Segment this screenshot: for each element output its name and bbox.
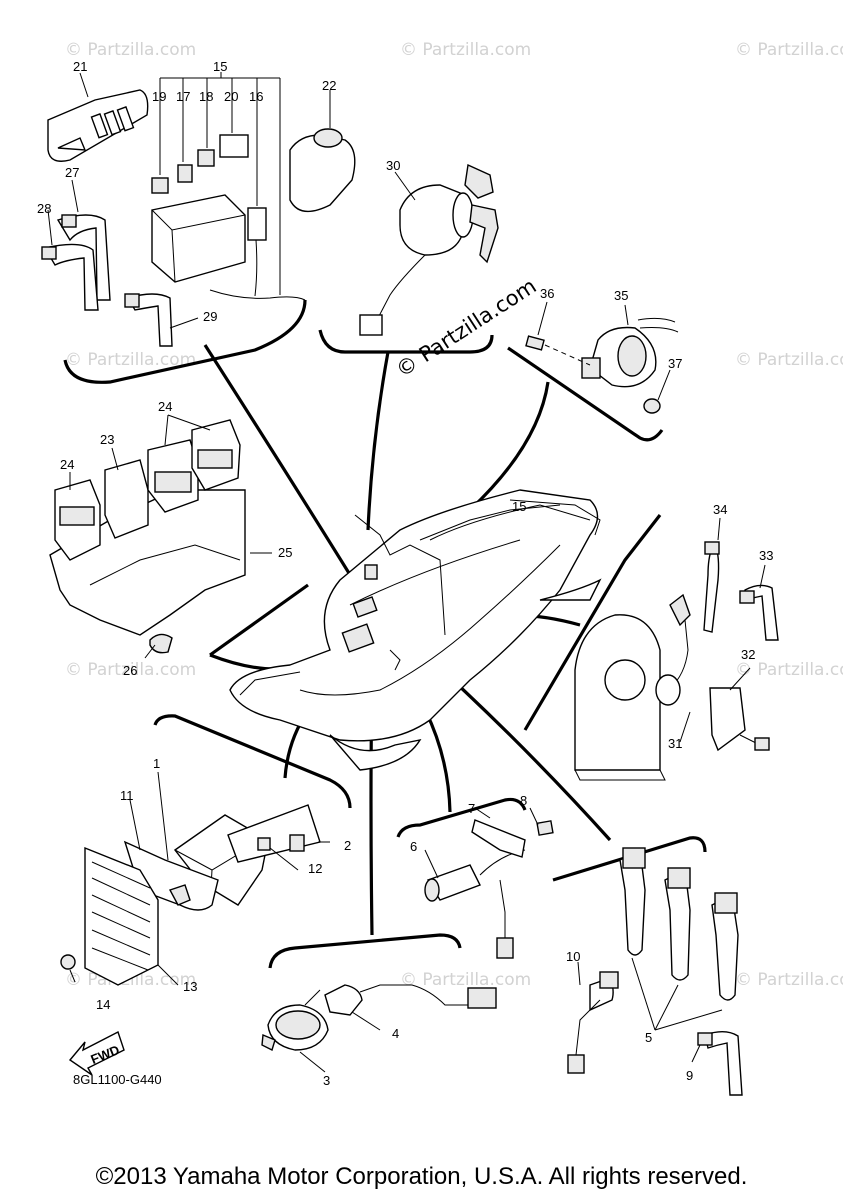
- coil-group: [567, 847, 743, 1096]
- bracket-top-right: [507, 346, 664, 442]
- callout-15: 15: [213, 59, 227, 74]
- callout-37: 37: [668, 356, 682, 371]
- bracket-top-center: [318, 329, 494, 354]
- callout-18: 18: [199, 89, 213, 104]
- relay-group: [49, 414, 272, 659]
- rectifier-group: [60, 771, 330, 986]
- callout-11: 11: [120, 788, 134, 803]
- callout-27: 27: [65, 165, 79, 180]
- bracket-top-left: [63, 299, 307, 384]
- fwd-arrow-icon: FWD: [68, 1031, 125, 1076]
- callout-17: 17: [176, 89, 190, 104]
- sensor-bracket-group: [574, 517, 779, 781]
- callout-19: 19: [152, 89, 166, 104]
- watermark: © Partzilla.com: [735, 660, 843, 680]
- watermark: © Partzilla.com: [65, 40, 196, 60]
- sensor-6-group: [424, 807, 554, 959]
- bracket-lower-left: [153, 714, 352, 809]
- watermark: © Partzilla.com: [400, 970, 531, 990]
- callout-28: 28: [37, 201, 51, 216]
- callout-13: 13: [183, 979, 197, 994]
- bracket-bottom-center: [268, 933, 462, 969]
- callout-12: 12: [308, 861, 322, 876]
- bracket-mid-left: [209, 583, 309, 657]
- callout-24-b: 24: [60, 457, 74, 472]
- item-35-group: [525, 301, 679, 414]
- fuse-box-group: [41, 72, 306, 347]
- callout-23: 23: [100, 432, 114, 447]
- callout-7: 7: [468, 801, 475, 816]
- watermark-layer: © Partzilla.com © Partzilla.com © Partzi…: [65, 40, 843, 990]
- callout-22: 22: [322, 78, 336, 93]
- callout-24: 24: [158, 399, 172, 414]
- bracket-lower-center: [396, 797, 527, 838]
- callout-6: 6: [410, 839, 417, 854]
- switch-3-group: [261, 984, 497, 1073]
- callout-30: 30: [386, 158, 400, 173]
- main-switch-group: [359, 163, 499, 336]
- callout-5: 5: [645, 1030, 652, 1045]
- watermark: © Partzilla.com: [735, 970, 843, 990]
- callout-labels: 1 2 3 4 5 6 7 8 9 10 11 12 13 14 15 15 1…: [37, 59, 773, 1088]
- callout-26: 26: [123, 663, 137, 678]
- callout-1: 1: [153, 756, 160, 771]
- callout-9: 9: [686, 1068, 693, 1083]
- callout-29: 29: [203, 309, 217, 324]
- callout-2: 2: [344, 838, 351, 853]
- callout-31: 31: [668, 736, 682, 751]
- callout-33: 33: [759, 548, 773, 563]
- callout-14: 14: [96, 997, 110, 1012]
- group-brackets: [63, 299, 707, 969]
- watermark: © Partzilla.com: [400, 40, 531, 60]
- bracket-mid-right: [523, 514, 662, 731]
- copyright-notice: ©2013 Yamaha Motor Corporation, U.S.A. A…: [95, 1163, 748, 1190]
- watercraft-hull: [229, 489, 602, 771]
- callout-32: 32: [741, 647, 755, 662]
- callout-16: 16: [249, 89, 263, 104]
- callout-25: 25: [278, 545, 292, 560]
- callout-35: 35: [614, 288, 628, 303]
- item-22-group: [289, 90, 356, 213]
- watermark: © Partzilla.com: [65, 350, 196, 370]
- callout-34: 34: [713, 502, 727, 517]
- callout-4: 4: [392, 1026, 399, 1041]
- bracket-lower-right: [552, 836, 707, 882]
- watermark: © Partzilla.com: [65, 660, 196, 680]
- callout-3: 3: [323, 1073, 330, 1088]
- callout-15-hull: 15: [512, 499, 526, 514]
- watermark: © Partzilla.com: [735, 40, 843, 60]
- callout-10: 10: [566, 949, 580, 964]
- callout-36: 36: [540, 286, 554, 301]
- callout-21: 21: [73, 59, 87, 74]
- callout-8: 8: [520, 793, 527, 808]
- diagram-code: 8GL1100-G440: [73, 1072, 162, 1087]
- watermark: © Partzilla.com: [735, 350, 843, 370]
- callout-20: 20: [224, 89, 238, 104]
- watermark-prominent: © Partzilla.com: [392, 274, 541, 382]
